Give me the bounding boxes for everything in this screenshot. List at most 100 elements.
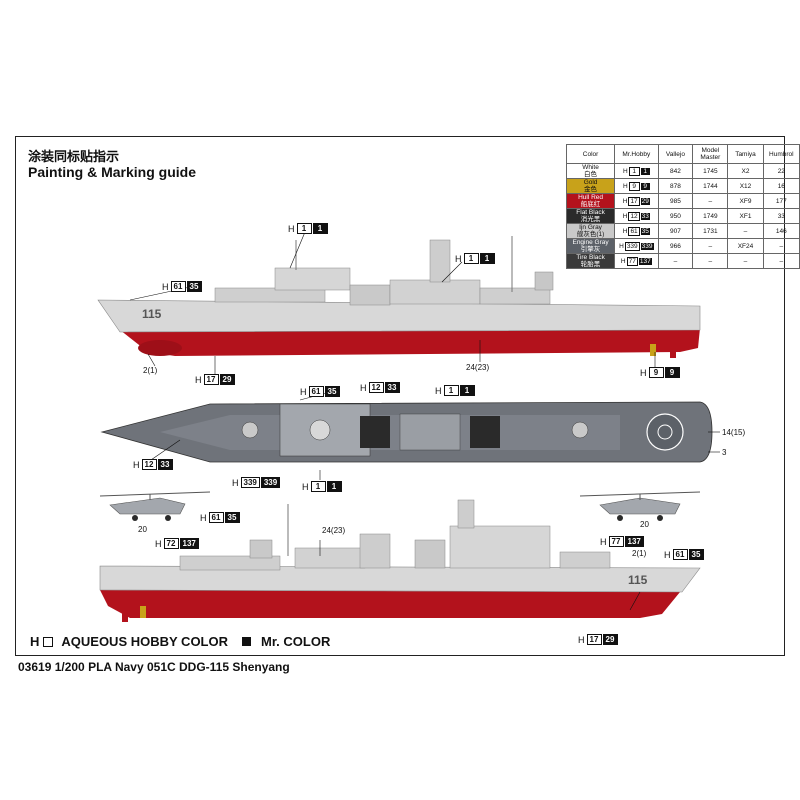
midship-deck	[399, 413, 461, 451]
legend-mr-color: Mr. COLOR	[242, 634, 330, 649]
helicopter-left	[99, 491, 211, 521]
tamiya-code: –	[727, 253, 764, 269]
deck-plan	[100, 401, 713, 463]
filled-square-icon	[242, 637, 251, 646]
rudder-top	[670, 340, 676, 358]
funnel-b	[359, 533, 391, 569]
propeller-top	[650, 344, 656, 356]
superstructure-deck	[279, 403, 371, 457]
fore-block-b	[559, 551, 611, 569]
launcher-1	[241, 421, 259, 439]
bridge-block	[274, 267, 351, 291]
open-square-icon	[43, 636, 54, 647]
legend-mr-label: Mr. COLOR	[261, 634, 331, 649]
helipad	[646, 413, 684, 451]
leader-lines	[129, 231, 720, 611]
paint-name-cn: 金色	[584, 186, 598, 193]
vls-deck-2	[470, 416, 500, 448]
legend-aqueous: H AQUEOUS HOBBY COLOR	[30, 634, 228, 649]
decal-label-24-23-top: 24(23)	[466, 363, 490, 372]
decal-label-20-right: 20	[640, 520, 649, 529]
rudder-bottom	[122, 604, 128, 622]
aft-radar	[534, 271, 554, 291]
side-profile-bottom	[99, 499, 701, 622]
helicopter-right	[579, 491, 701, 521]
paint-name-cn: 白色	[584, 171, 598, 178]
decal-label-24-23-bottom: 24(23)	[322, 526, 346, 535]
paint-name: Engine Gray	[572, 239, 609, 246]
paint-name-cn: 舰灰色(1)	[576, 231, 605, 238]
aft-radar-b	[249, 539, 273, 559]
gray-hull-top	[97, 299, 701, 333]
propeller-bottom	[140, 606, 146, 618]
decal-label-2-1-top: 2(1)	[143, 366, 158, 375]
main-mast-top	[429, 239, 451, 283]
paint-name: Flat Black	[576, 209, 605, 216]
product-footer: 03619 1/200 PLA Navy 051C DDG-115 Shenya…	[18, 660, 290, 674]
helipad-mark	[657, 424, 673, 440]
legend-aqueous-prefix: H	[30, 634, 40, 649]
paint-name: Hull Red	[578, 194, 604, 201]
paint-name: Tire Black	[576, 254, 605, 261]
paint-name: Gold	[583, 179, 598, 186]
legend-aqueous-label: AQUEOUS HOBBY COLOR	[61, 634, 228, 649]
decal-label-3: 3	[722, 448, 727, 457]
vls-block	[349, 284, 391, 306]
midship-block	[389, 279, 481, 305]
vls-deck-1	[360, 416, 390, 448]
paint-name: White	[582, 164, 599, 171]
hull-number-top: 115	[142, 307, 162, 321]
humbrol-code: –	[762, 253, 800, 269]
decal-label-14-15: 14(15)	[722, 428, 746, 437]
midship-b	[294, 547, 366, 569]
launcher-2	[571, 421, 589, 439]
superstructure-1	[214, 287, 326, 303]
mast-b	[457, 499, 475, 529]
hull-number-bottom: 115	[628, 573, 648, 587]
paint-name-cn: 引擎灰	[580, 246, 601, 253]
paint-name-cn: 轮胎黑	[580, 261, 601, 268]
paint-table: Color Mr.Hobby Vallejo Model Master Tami…	[565, 144, 800, 269]
main-gun-deck	[309, 419, 331, 441]
decal-label-20-left: 20	[138, 525, 147, 534]
paint-name-cn: 船底红	[580, 201, 601, 208]
aft-block-b	[179, 555, 281, 571]
bridge-b	[449, 525, 551, 569]
paint-table-header: Color Mr.Hobby Vallejo Model Master Tami…	[565, 144, 800, 164]
hull-red-top	[120, 328, 700, 356]
hull-red-bottom	[100, 590, 680, 618]
paint-name-cn: 消光黑	[580, 216, 601, 223]
bow-bulb-top	[138, 340, 182, 356]
vls-b	[414, 539, 446, 569]
title-english: Painting & Marking guide	[28, 164, 197, 180]
